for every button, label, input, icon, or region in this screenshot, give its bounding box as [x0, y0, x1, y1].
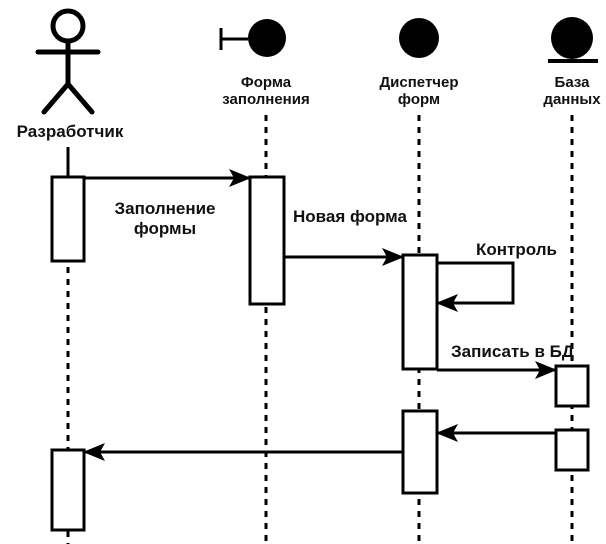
dispatcher-label-line2: форм [398, 91, 440, 108]
entity-icon [548, 17, 598, 63]
developer-activation-1 [50, 175, 86, 263]
database-label-line2: данных [543, 91, 601, 108]
control-label: Контроль [476, 240, 557, 259]
database-activation-2 [554, 428, 590, 472]
form-label-line2: заполнения [222, 91, 309, 108]
developer-label: Разработчик [17, 122, 124, 141]
form-activation [248, 175, 286, 306]
fill-form-label-line1: Заполнение [114, 199, 215, 218]
control-arrow [436, 261, 515, 312]
boundary-icon [219, 19, 286, 57]
actor-icon [35, 8, 101, 115]
dispatcher-activation-2 [401, 409, 439, 495]
database-label-line1: База [555, 74, 591, 91]
dispatcher-label-line1: Диспетчер [379, 74, 458, 91]
write-db-label: Записать в БД [451, 342, 574, 361]
dispatcher-activation-1 [401, 253, 439, 371]
new-form-label: Новая форма [293, 207, 408, 226]
control-icon [399, 18, 439, 58]
database-activation-1 [554, 364, 590, 408]
developer-activation-2 [50, 448, 86, 532]
fill-form-label-line2: формы [134, 219, 196, 238]
form-label-line1: Форма [241, 74, 292, 91]
